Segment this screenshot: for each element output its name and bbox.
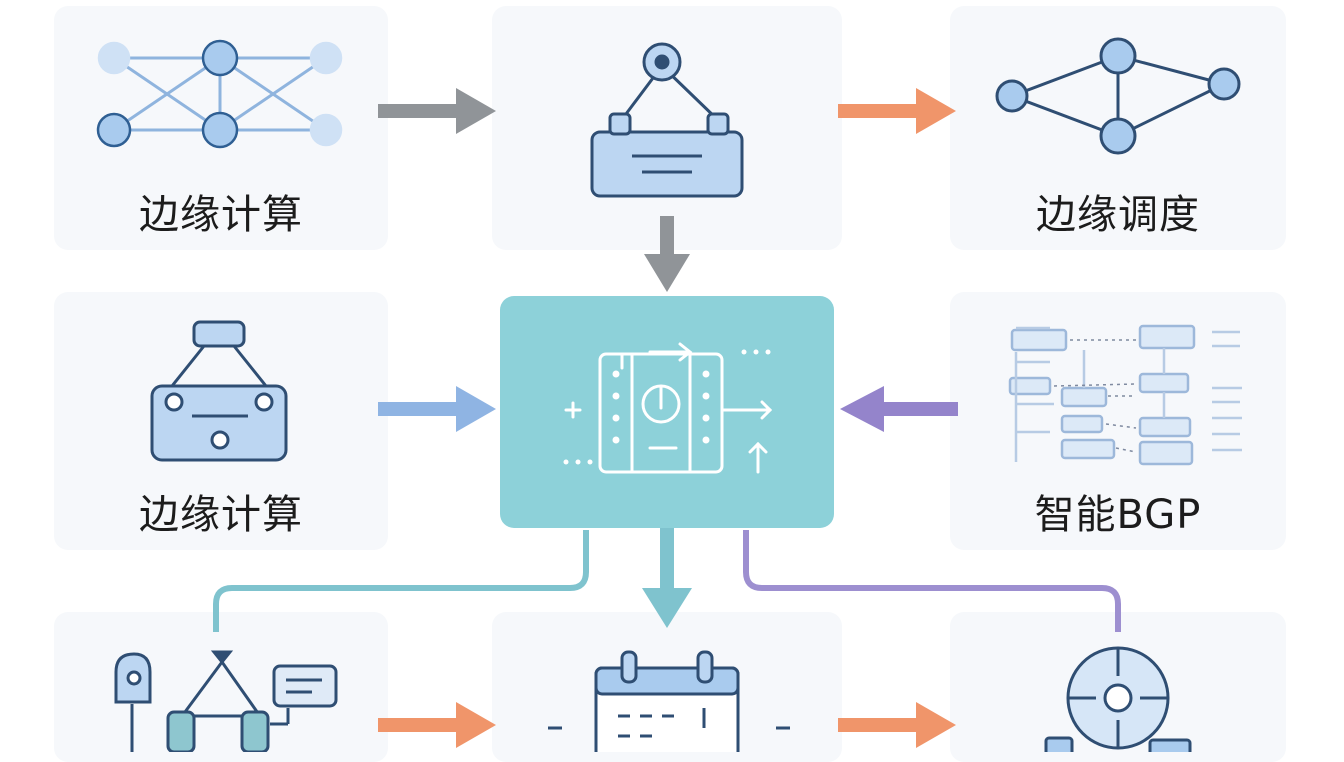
card-label: 边缘计算	[139, 492, 303, 538]
hanging-device-icon	[590, 42, 744, 198]
arrow-orange-right	[838, 88, 956, 134]
hanging-server-icon	[150, 320, 288, 462]
card-edge-computing-top: 边缘计算	[54, 6, 388, 250]
arrow-orange-right-bottom-left	[378, 702, 496, 748]
card-edge-scheduling: 边缘调度	[950, 6, 1286, 250]
arrow-blue-right	[378, 386, 496, 432]
central-hub	[500, 296, 834, 528]
card-dial	[950, 612, 1286, 762]
card-edge-computing-mid: 边缘计算	[54, 292, 388, 550]
control-hub-icon	[563, 342, 773, 474]
arrow-gray-down	[644, 216, 690, 292]
arrow-gray-right	[378, 88, 496, 134]
connector-purple-right	[743, 530, 1121, 632]
card-device-top	[492, 6, 842, 250]
card-label: 边缘计算	[139, 192, 303, 238]
card-calendar	[492, 612, 842, 762]
mesh-network-icon	[96, 39, 343, 149]
node-graph-icon	[995, 37, 1241, 155]
card-label: 智能BGP	[1034, 492, 1202, 538]
arrow-teal-down	[642, 528, 692, 628]
flowchart-icon	[1008, 324, 1242, 466]
calendar-icon	[548, 650, 790, 752]
card-smart-bgp: 智能BGP	[950, 292, 1286, 550]
arrow-purple-left	[840, 386, 958, 432]
dial-icon	[1044, 646, 1192, 752]
card-label: 边缘调度	[1036, 192, 1200, 238]
card-edge-devices	[54, 612, 388, 762]
arrow-orange-right-bottom-right	[838, 702, 956, 748]
edge-devices-icon	[114, 650, 338, 752]
connector-teal-left	[213, 530, 589, 632]
